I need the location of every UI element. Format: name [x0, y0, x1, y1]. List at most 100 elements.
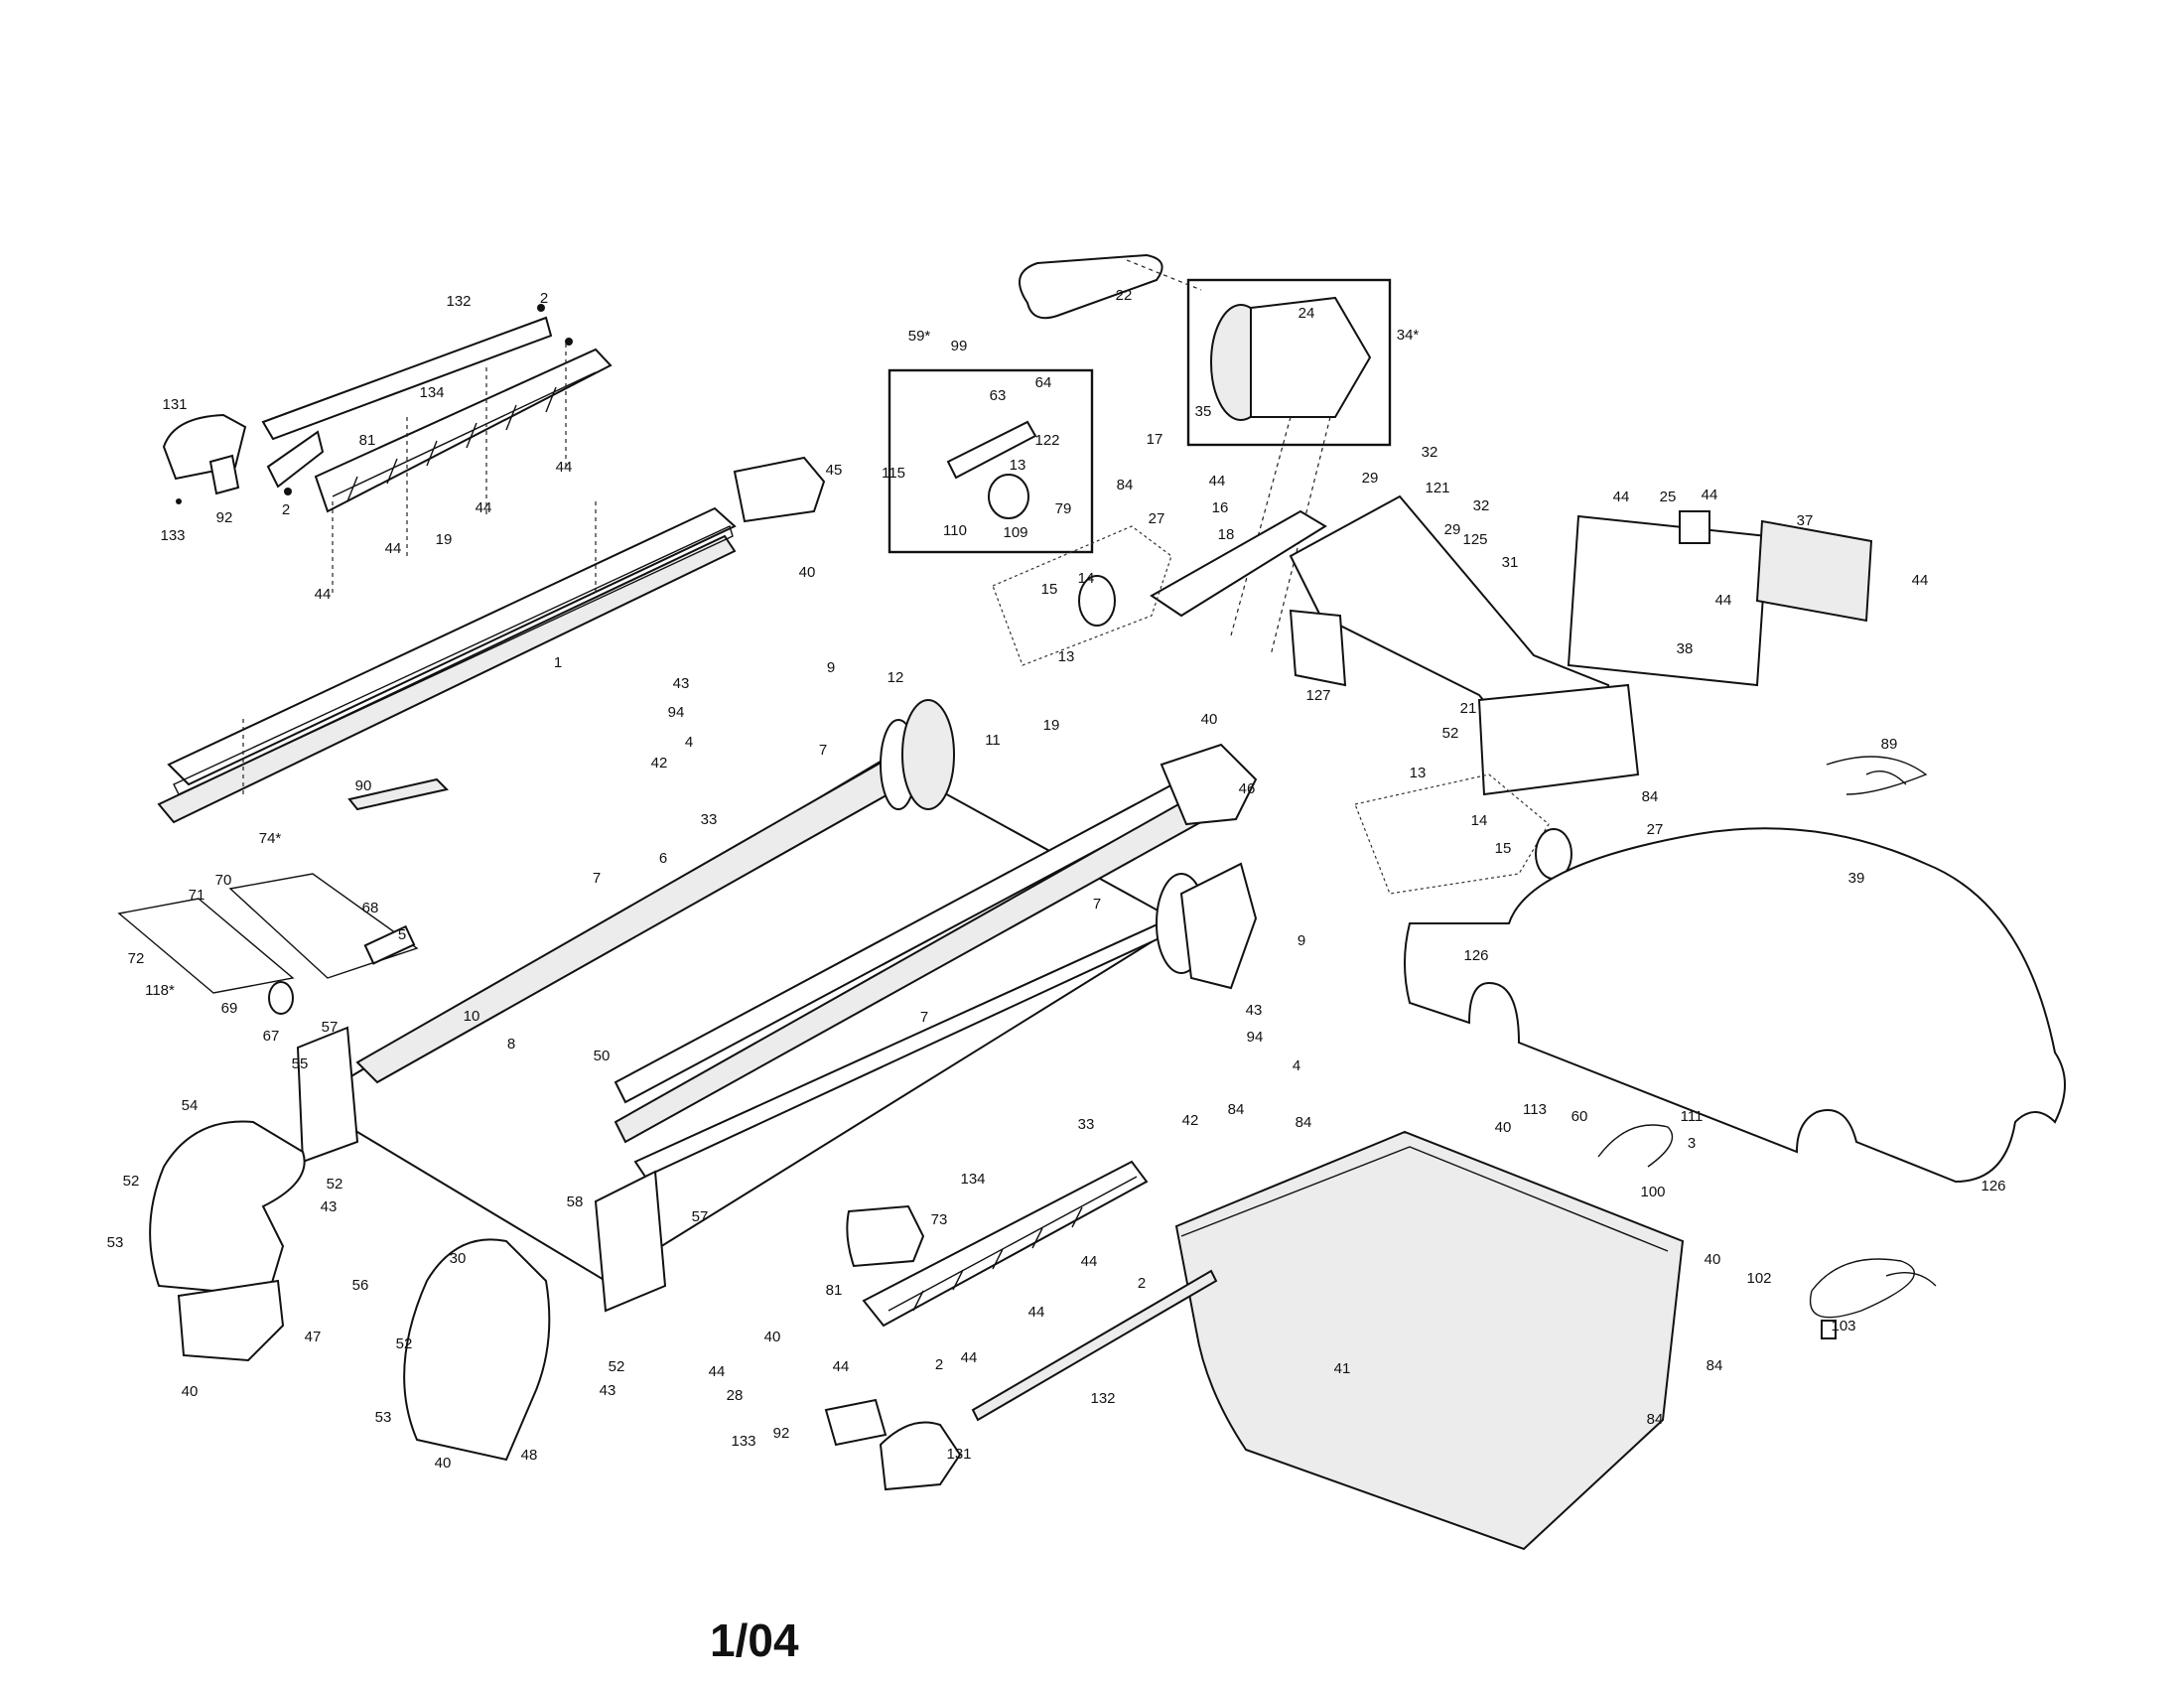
- part-label: 44: [1081, 1253, 1098, 1270]
- part-label: 113: [1523, 1101, 1547, 1118]
- part-label: 44: [1715, 592, 1732, 609]
- part-label: 133: [731, 1433, 755, 1450]
- upright-18: [1150, 509, 1327, 618]
- endcap-131b: [879, 1421, 962, 1491]
- part-label: 121: [1425, 480, 1449, 496]
- part-label: 122: [1034, 432, 1059, 449]
- part-label: 48: [521, 1447, 538, 1464]
- choke-25: [1679, 510, 1710, 544]
- frame-end-55: [296, 1026, 359, 1164]
- part-label: 37: [1797, 512, 1814, 529]
- part-label: 131: [162, 396, 187, 413]
- part-label: 52: [1442, 725, 1459, 742]
- part-label: 33: [1078, 1116, 1095, 1133]
- footrail-134b: [862, 1160, 1149, 1328]
- part-label: 14: [1078, 570, 1095, 587]
- part-label: 40: [799, 564, 816, 581]
- pan-41: [1174, 1130, 1685, 1551]
- part-label: 24: [1298, 305, 1315, 322]
- part-label: 84: [1706, 1357, 1723, 1374]
- part-label: 19: [1043, 717, 1060, 734]
- part-label: 134: [960, 1171, 985, 1188]
- part-label: 12: [887, 669, 904, 686]
- part-label: 70: [215, 872, 232, 889]
- part-label: 44: [709, 1363, 726, 1380]
- part-label: 44: [1912, 572, 1929, 589]
- part-label: 31: [1502, 554, 1519, 571]
- part-label: 4: [1293, 1057, 1300, 1074]
- part-label: 63: [990, 387, 1007, 404]
- part-label: 73: [931, 1211, 948, 1228]
- part-label: 44: [476, 499, 492, 516]
- filter-103: [1821, 1320, 1837, 1339]
- part-label: 69: [221, 1000, 238, 1017]
- part-label: 40: [764, 1329, 781, 1345]
- part-label: 15: [1041, 581, 1058, 598]
- kit-74: [228, 873, 419, 979]
- hood-46: [1160, 743, 1258, 826]
- part-label: 94: [668, 704, 685, 721]
- part-label: 44: [1209, 473, 1226, 490]
- part-label: 53: [107, 1234, 124, 1251]
- part-label: 84: [1296, 1114, 1312, 1131]
- strip-132b: [971, 1269, 1218, 1422]
- part-label: 52: [327, 1176, 343, 1193]
- part-label: 92: [773, 1425, 790, 1442]
- part-label: 33: [701, 811, 718, 828]
- part-label: 32: [1422, 444, 1438, 461]
- cord-102: [1810, 1258, 1937, 1319]
- hood-and-pan: [1174, 827, 2066, 1551]
- part-label: 13: [1058, 648, 1075, 665]
- part-label: 126: [1463, 947, 1488, 964]
- part-label: 131: [946, 1446, 971, 1463]
- cord-3: [1597, 1124, 1674, 1168]
- part-label: 126: [1980, 1178, 2005, 1194]
- part-label: 7: [1093, 896, 1101, 912]
- bracket-63: [946, 420, 1037, 480]
- part-label: 43: [600, 1382, 616, 1399]
- part-label: 21: [1460, 700, 1477, 717]
- part-label: 6: [659, 850, 667, 867]
- part-label: 79: [1055, 500, 1072, 517]
- part-label: 39: [1848, 870, 1865, 887]
- part-label: 90: [355, 777, 372, 794]
- part-label: 42: [651, 755, 668, 772]
- part-label: 44: [1702, 487, 1718, 503]
- part-number-labels: 1222234456777789910111213131314141515161…: [107, 287, 2006, 1472]
- part-label: 115: [882, 465, 905, 482]
- shroud-30: [403, 1238, 551, 1462]
- part-label: 42: [1182, 1112, 1199, 1129]
- roller-15a: [1078, 575, 1116, 627]
- part-label: 2: [540, 290, 548, 307]
- part-label: 14: [1471, 812, 1488, 829]
- part-label: 27: [1149, 510, 1165, 527]
- hood-39: [1404, 827, 2066, 1184]
- part-label: 11: [985, 732, 1001, 749]
- part-label: 38: [1677, 640, 1694, 657]
- part-label: 81: [826, 1282, 843, 1299]
- motor-group: [887, 253, 1392, 656]
- part-label: 15: [1495, 840, 1512, 857]
- part-label: 60: [1571, 1108, 1588, 1125]
- part-label: 13: [1010, 457, 1026, 474]
- part-label: 89: [1881, 736, 1898, 753]
- part-label: 40: [1705, 1251, 1721, 1268]
- frame-end-58: [594, 1170, 667, 1313]
- part-label: 44: [961, 1349, 978, 1366]
- endcap-92b: [824, 1398, 887, 1447]
- part-label: 30: [450, 1250, 467, 1267]
- controller-37: [1755, 519, 1873, 623]
- part-label: 16: [1212, 499, 1229, 516]
- shroud-54: [149, 1120, 306, 1298]
- part-label: 47: [305, 1329, 322, 1345]
- part-label: 109: [1003, 524, 1027, 541]
- part-label: 7: [920, 1009, 928, 1026]
- part-label: 43: [321, 1198, 338, 1215]
- part-label: 102: [1746, 1270, 1771, 1287]
- part-label: 2: [282, 501, 290, 518]
- cover-73: [846, 1204, 925, 1268]
- part-label: 9: [1297, 932, 1305, 949]
- part-label: 44: [315, 586, 332, 603]
- bracket-127: [1289, 609, 1347, 687]
